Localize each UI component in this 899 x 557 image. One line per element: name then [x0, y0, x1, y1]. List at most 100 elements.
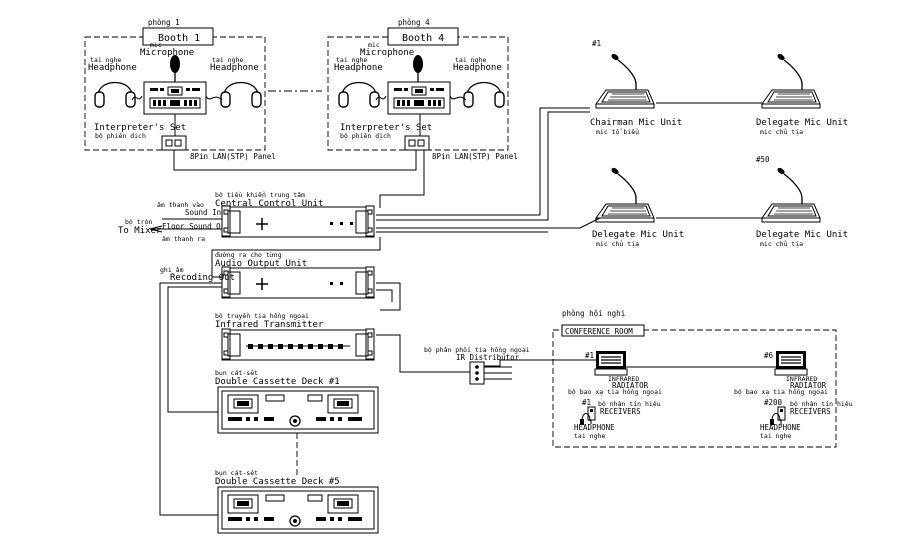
- headphone-1-label: HEADPHONE: [574, 423, 615, 432]
- conference-room-vn: phòng hội nghị: [562, 309, 625, 318]
- booth-1: phòng 1 Booth 1 mic Microphone tai nghe …: [84, 18, 276, 161]
- audio-output-label: Audio Output Unit: [215, 259, 307, 269]
- conference-room: phòng hội nghị CONFERENCE ROOM #1 INFRAR…: [552, 309, 853, 448]
- floor-sound-out-vn: âm thanh ra: [162, 235, 205, 243]
- cassette-1-label-vn: bụn cát-sét: [215, 369, 258, 377]
- delegate-mic-last-number: #50: [756, 155, 770, 164]
- booth-4-mic-vn: mic: [368, 41, 380, 49]
- chairman-mic-vn: mic tổ biểu: [596, 128, 639, 136]
- headphone-1-vn: tai nghe: [574, 432, 605, 440]
- lan-panel-1-label: 8Pin LAN(STP) Panel: [190, 152, 276, 161]
- delegate-mic-last-vn: mic chủ tịa: [760, 240, 803, 248]
- to-mixer-label: To Mixer: [118, 226, 162, 236]
- booth-4-headphone-left-vn: tai nghe: [336, 56, 367, 64]
- ir-transmitter-label-vn: bộ truyền tia hồng ngoại: [215, 312, 309, 320]
- central-unit-label: Central Control Unit: [215, 199, 323, 209]
- booth-1-headphone-left-vn: tai nghe: [90, 56, 121, 64]
- conference-room-label: CONFERENCE ROOM: [565, 327, 633, 336]
- chairman-mic-label: Chairman Mic Unit: [590, 118, 682, 128]
- radiator-1-label-b: RADIATOR: [612, 381, 649, 390]
- audio-to-transmitter-cable: [376, 282, 401, 311]
- central-control-unit: bộ tiều khiển trung tâm Central Control …: [118, 191, 375, 243]
- booth-1-room-vn: phòng 1: [148, 18, 180, 27]
- lan-panel-4-label: 8Pin LAN(STP) Panel: [432, 152, 518, 161]
- audio-output-device: [221, 267, 375, 299]
- headphone-icon: [220, 81, 262, 108]
- radiator-1-label-a: INFRARED: [608, 375, 639, 383]
- booth-4-room-vn: phòng 4: [398, 18, 430, 27]
- delegate-mic-unit-top: Delegate Mic Unit mic chủ tịa: [756, 52, 848, 136]
- radiator-2-label-a: INFRARED: [786, 375, 817, 383]
- delegate-mic-unit-middle: Delegate Mic Unit mic chủ tịa: [592, 166, 684, 248]
- sound-in-vn: âm thanh vào: [157, 201, 204, 209]
- desk-microphone-icon: [761, 52, 821, 109]
- central-unit-device: [221, 206, 375, 238]
- central-unit-label-vn: bộ tiều khiển trung tâm: [215, 191, 305, 199]
- transmitter-to-distributor-cable: [376, 334, 470, 373]
- booth-1-set-label: Interpreter's Set: [94, 123, 186, 133]
- booth-1-set-vn: bộ phiên dịch: [95, 132, 146, 140]
- delegate-mic-mid-label: Delegate Mic Unit: [592, 230, 684, 240]
- receiver-1-number: #1: [582, 398, 591, 407]
- booth-4-set-label: Interpreter's Set: [340, 123, 432, 133]
- microphone-icon: [170, 55, 180, 82]
- desk-microphone-icon: [595, 52, 655, 109]
- radiator-1-vn: bộ bao xạ tia hồng ngoại: [568, 388, 662, 396]
- cassette-deck-icon: [217, 386, 379, 434]
- booth-4-headphone-left-label: Headphone: [334, 63, 383, 73]
- receiver-1-label: RECEIVERS: [600, 407, 641, 416]
- central-to-audio-cable: [211, 237, 381, 278]
- floor-sound-out-label: Floor Sound Out: [162, 222, 230, 231]
- conference-room-label-box: [561, 324, 645, 337]
- audio-output-label-vn: đường ra cho từng: [215, 251, 282, 259]
- cassette-deck-icon: [217, 486, 379, 534]
- infrared-radiator-icon: [774, 350, 808, 376]
- radiator-2-vn: bộ bao xạ tia hồng ngoại: [734, 388, 828, 396]
- headphone-icon: [94, 81, 136, 108]
- ir-transmitter-label: Infrared Transmitter: [215, 320, 324, 330]
- ir-distributor-label: IR Distributor: [456, 353, 520, 362]
- booth-4-headphone-right-vn: tai nghe: [455, 56, 486, 64]
- ir-distributor-label-vn: bộ phân phối tia hồng ngoại: [424, 346, 530, 354]
- cassette-1-label: Double Cassette Deck #1: [215, 377, 340, 387]
- booth-4-cable: [379, 150, 425, 208]
- booth-1-mic-vn: mic: [150, 41, 162, 49]
- mic-chain-cable-top: [376, 107, 590, 216]
- microphone-icon: [413, 55, 423, 82]
- delegate-mic-mid-vn: mic chủ tịa: [596, 240, 639, 248]
- booth-4-headphone-right-label: Headphone: [453, 63, 502, 73]
- to-mixer-vn: bộ trộn: [125, 218, 152, 226]
- cassette-5-label-vn: bụn cát-sét: [215, 469, 258, 477]
- radiator-1-number: #1: [585, 351, 594, 360]
- headphone-icon: [463, 81, 505, 108]
- cassette-deck-5: bụn cát-sét Double Cassette Deck #5: [215, 469, 379, 534]
- sound-in-label: Sound In: [185, 208, 221, 217]
- booth-4-set-vn: bộ phiên dịch: [340, 132, 391, 140]
- audio-output-unit: đường ra cho từng Audio Output Unit: [215, 251, 375, 299]
- booth-1-headphone-left-label: Headphone: [88, 63, 137, 73]
- interpreters-set-icon: [143, 81, 207, 115]
- recording-cable: [159, 282, 222, 516]
- headphone-icon: [338, 81, 380, 108]
- booth-1-label: Booth 1: [158, 33, 200, 44]
- booth-1-mic-label: Microphone: [140, 48, 194, 58]
- recording-label: Recoding Out: [170, 273, 235, 283]
- distributor-to-radiator-cable: [484, 359, 596, 367]
- radiator-2-label-b: RADIATOR: [790, 381, 827, 390]
- booth-4-label: Booth 4: [402, 33, 444, 44]
- chairman-mic-unit: #1 Chairman Mic Unit mic tổ biểu: [590, 39, 682, 136]
- recording-label-vn: ghi âm: [160, 266, 184, 274]
- delegate-mic-top-vn: mic chủ tịa: [760, 128, 803, 136]
- delegate-mic-unit-last: #50 Delegate Mic Unit mic chủ tịa: [756, 155, 848, 248]
- booth-1-headphone-right-label: Headphone: [210, 63, 259, 73]
- desk-microphone-icon: [761, 166, 821, 223]
- receiver-2-number: #200: [764, 398, 783, 407]
- ir-distributor: bộ phân phối tia hồng ngoại IR Distribut…: [424, 346, 530, 385]
- booth-4-label-box: [387, 27, 459, 46]
- headphone-2-label: HEADPHONE: [760, 423, 801, 432]
- interpreters-set-icon: [387, 81, 451, 115]
- delegate-mic-top-label: Delegate Mic Unit: [756, 118, 848, 128]
- mic-chain-cable-bottom: [376, 217, 601, 229]
